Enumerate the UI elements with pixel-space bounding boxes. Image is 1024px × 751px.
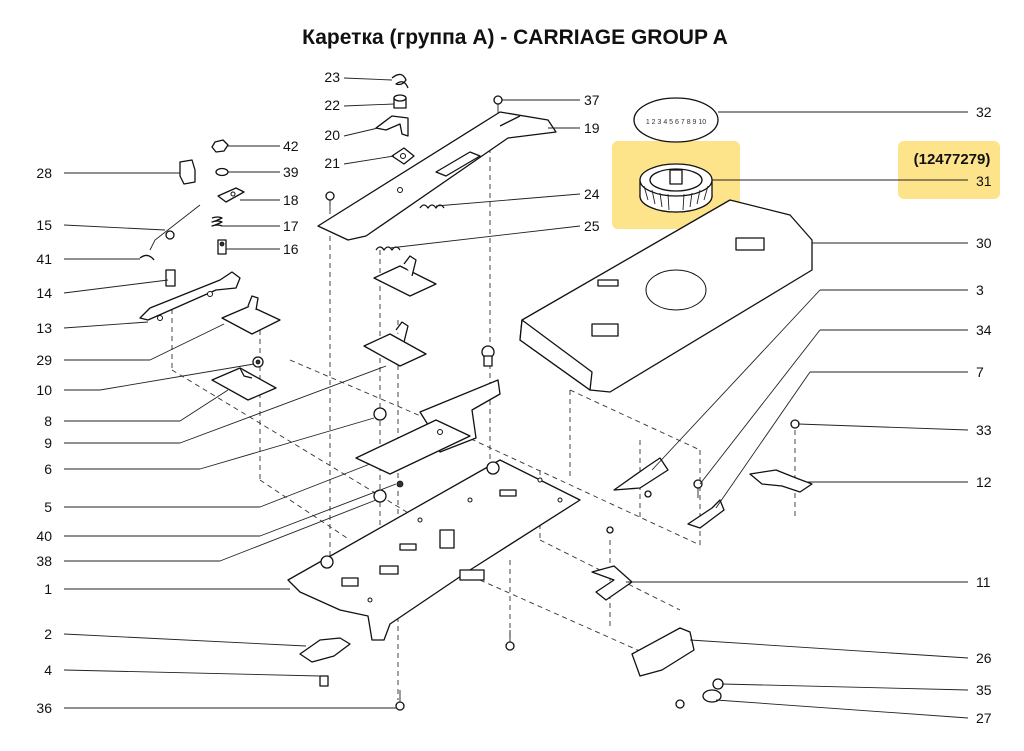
callout-24: 24 <box>584 186 600 202</box>
callout-numbers: 23 22 20 21 37 19 24 25 42 39 18 17 16 2… <box>36 69 991 726</box>
callout-15: 15 <box>36 217 52 233</box>
callout-38: 38 <box>36 553 52 569</box>
part-screw-lower <box>505 630 515 651</box>
highlight-part-code <box>898 141 1000 199</box>
part-18-plate <box>217 187 245 203</box>
part-28-block <box>179 159 196 185</box>
part-33-screw <box>790 419 800 429</box>
callout-42: 42 <box>283 138 299 154</box>
part-6-plate <box>355 407 471 475</box>
callout-2: 2 <box>44 626 52 642</box>
part-13-lever <box>139 271 241 321</box>
svg-text:1 2 3 4 5 6 7 8 9 10: 1 2 3 4 5 6 7 8 9 10 <box>646 119 706 126</box>
callout-39: 39 <box>283 164 299 180</box>
part-7-bracket <box>687 499 725 529</box>
part-32-dial-scale: 1 2 3 4 5 6 7 8 9 10 <box>633 97 719 143</box>
callout-41: 41 <box>36 251 52 267</box>
part-29-guide <box>221 295 281 335</box>
part-15-spring-wire <box>149 204 201 251</box>
part-3-cam <box>613 457 669 498</box>
part-guide-upper <box>373 255 437 297</box>
part-12-lever <box>749 469 813 493</box>
callout-26: 26 <box>976 650 992 666</box>
part-code: (12477279) <box>914 151 991 168</box>
callout-21: 21 <box>324 155 340 171</box>
part-42-nut <box>211 139 229 153</box>
callout-1: 1 <box>44 581 52 597</box>
callout-5: 5 <box>44 499 52 515</box>
callout-25: 25 <box>584 218 600 234</box>
part-35-screw <box>712 678 724 690</box>
callout-27: 27 <box>976 710 992 726</box>
part-8-slide <box>211 367 277 401</box>
part-34-screw <box>693 479 703 498</box>
part-26-housing <box>631 627 695 677</box>
callout-10: 10 <box>36 382 52 398</box>
callout-37: 37 <box>584 92 600 108</box>
part-22-collar <box>393 94 407 109</box>
part-20-bracket <box>375 115 409 137</box>
leader-lines <box>63 77 969 719</box>
callout-20: 20 <box>324 127 340 143</box>
part-1-base-plate <box>287 459 581 641</box>
part-31-stitch-dial <box>639 163 713 213</box>
part-21-clip <box>391 147 415 165</box>
callout-11: 11 <box>976 574 991 590</box>
part-16-pin <box>217 239 227 255</box>
part-guide-middle <box>363 321 427 367</box>
callout-19: 19 <box>584 120 600 136</box>
callout-14: 14 <box>36 285 52 301</box>
part-41-clip <box>139 254 155 261</box>
part-36-screw <box>395 690 405 711</box>
callout-40: 40 <box>36 528 52 544</box>
part-39-washer <box>215 167 229 177</box>
callout-32: 32 <box>976 104 992 120</box>
callout-17: 17 <box>283 218 299 234</box>
part-30-cover <box>519 199 813 393</box>
callout-6: 6 <box>44 461 52 477</box>
part-4-screw <box>319 675 329 687</box>
callout-31: 31 <box>976 173 992 189</box>
callout-34: 34 <box>976 322 992 338</box>
callout-22: 22 <box>324 97 340 113</box>
part-37-screw <box>493 95 503 114</box>
callout-36: 36 <box>36 700 52 716</box>
part-19-plate <box>317 111 557 241</box>
part-23-spring <box>391 73 409 89</box>
callout-23: 23 <box>324 69 340 85</box>
callout-9: 9 <box>44 435 52 451</box>
callout-30: 30 <box>976 235 992 251</box>
callout-18: 18 <box>283 192 299 208</box>
diagram-title: Каретка (группа А) - CARRIAGE GROUP A <box>302 26 728 49</box>
part-screw-19 <box>325 191 335 210</box>
part-10-washer <box>252 356 264 368</box>
callout-33: 33 <box>976 422 992 438</box>
part-14-stud <box>165 269 176 287</box>
callout-12: 12 <box>976 474 992 490</box>
callout-8: 8 <box>44 413 52 429</box>
callout-7: 7 <box>976 364 984 380</box>
part-11-bracket <box>591 526 633 601</box>
callout-13: 13 <box>36 320 52 336</box>
callout-28: 28 <box>36 165 52 181</box>
part-17-spring <box>211 216 223 227</box>
part-2-bracket <box>299 637 351 663</box>
callout-4: 4 <box>44 662 52 678</box>
part-27-knob <box>675 689 722 709</box>
callout-3: 3 <box>976 282 984 298</box>
callout-29: 29 <box>36 352 52 368</box>
callout-35: 35 <box>976 682 992 698</box>
callout-16: 16 <box>283 241 299 257</box>
